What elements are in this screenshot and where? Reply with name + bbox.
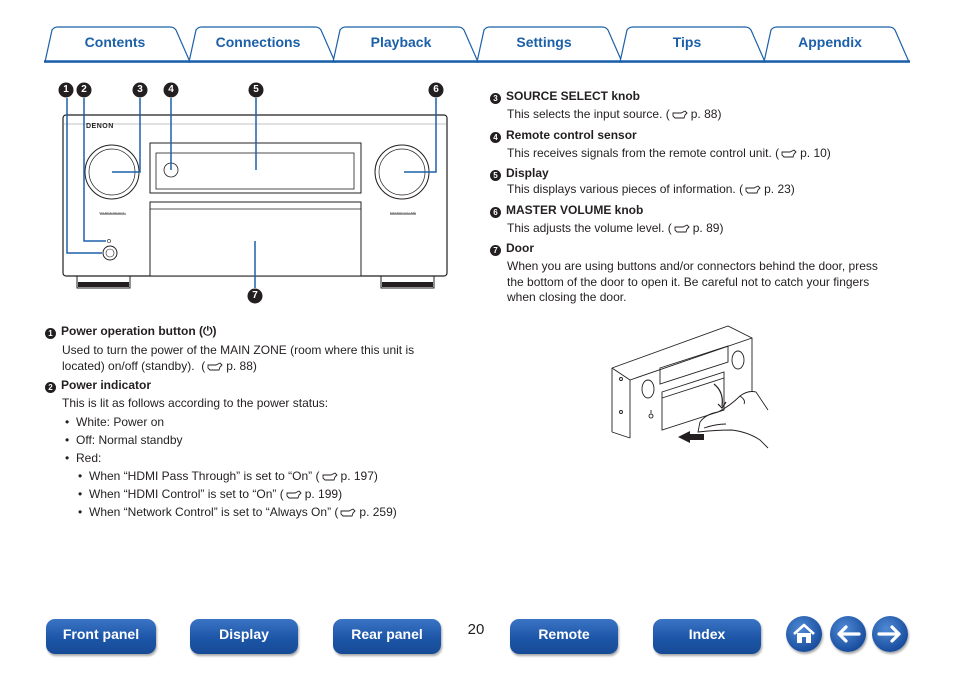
front-panel-diagram: DENON SOURCE SELECT MASTER VOLUME 1 2 3 …: [50, 78, 460, 310]
callout-1: [58, 82, 74, 98]
callout-number-6: 6: [433, 84, 439, 95]
list-item: When “HDMI Control” is set to “On” (p. 1…: [75, 485, 445, 503]
item-door: 7 Door When you are using buttons and/or …: [490, 241, 910, 306]
page-reference[interactable]: p. 10): [800, 145, 831, 160]
callout-number-3: 3: [137, 84, 143, 95]
item-desc-line1: Used to turn the power of the MAIN ZONE …: [62, 343, 415, 357]
item-desc: This selects the input source. (p. 88): [507, 107, 722, 121]
item-desc-line3: when closing the door.: [507, 290, 627, 304]
item-title: Power indicator: [61, 378, 152, 392]
page-reference[interactable]: p. 88): [690, 107, 722, 121]
item-number: 5: [490, 170, 501, 181]
front-panel-button[interactable]: Front panel: [46, 619, 156, 654]
item-title: Remote control sensor: [506, 127, 637, 142]
pointing-hand-icon: [672, 110, 688, 119]
tab-tips[interactable]: Tips: [672, 34, 702, 50]
callout-5: [248, 82, 264, 98]
item-title: MASTER VOLUME knob: [506, 202, 644, 217]
item-desc: This adjusts the volume level. (p. 89): [507, 220, 724, 235]
item-number: 4: [490, 131, 501, 143]
item-remote-sensor: 4 Remote control sensor This receives sig…: [490, 128, 910, 162]
forward-button[interactable]: [872, 616, 908, 652]
tab-appendix[interactable]: Appendix: [798, 34, 862, 50]
red-conditions-list: When “HDMI Pass Through” is set to “On” …: [75, 467, 445, 521]
pointing-hand-icon: [322, 471, 338, 480]
pointing-hand-icon: [781, 148, 797, 157]
master-volume-label: MASTER VOLUME: [390, 211, 417, 215]
item-number: 2: [45, 382, 56, 393]
rear-panel-button[interactable]: Rear panel: [333, 619, 441, 654]
list-item: White: Power on: [62, 413, 445, 431]
door-opening-illustration: [600, 322, 780, 454]
item-title: Power operation button (⏻): [61, 324, 217, 338]
pointing-hand-icon: [340, 507, 357, 516]
pointing-hand-icon: [286, 489, 302, 498]
item-title: SOURCE SELECT knob: [506, 89, 641, 103]
display-button[interactable]: Display: [190, 619, 298, 654]
callout-6: [428, 82, 444, 98]
list-item: Red:: [62, 449, 445, 467]
callout-4: [163, 82, 179, 98]
callout-3: [132, 82, 148, 98]
tab-bar: Contents Connections Playback Settings T…: [0, 0, 954, 64]
front-panel-illustration: [58, 82, 448, 304]
pointing-hand-icon: [745, 185, 761, 194]
back-button[interactable]: [830, 616, 866, 652]
page-reference[interactable]: p. 89): [692, 220, 724, 235]
item-source-select: 3 SOURCE SELECT knob This selects the inp…: [490, 89, 910, 123]
remote-button[interactable]: Remote: [510, 619, 618, 654]
source-select-label: SOURCE SELECT: [99, 211, 125, 215]
item-master-volume: 6 MASTER VOLUME knob This adjusts the vol…: [490, 203, 910, 237]
item-number: 6: [490, 206, 501, 218]
pointing-hand-icon: [207, 361, 223, 370]
tab-settings[interactable]: Settings: [516, 34, 572, 50]
page-reference[interactable]: p. 88): [226, 358, 257, 373]
home-button[interactable]: [786, 616, 822, 652]
page-reference[interactable]: p. 259): [359, 504, 397, 519]
item-display: 5 Display This displays various pieces of…: [490, 166, 910, 198]
page-reference[interactable]: p. 199): [304, 486, 343, 501]
callout-number-1: 1: [63, 84, 69, 95]
item-power-indicator: 2 Power indicator This is lit as follows …: [45, 378, 445, 521]
right-column: 3 SOURCE SELECT knob This selects the inp…: [490, 89, 910, 306]
hand-opening-door-drawing: [611, 325, 769, 449]
item-desc: This receives signals from the remote co…: [507, 145, 831, 160]
tab-playback[interactable]: Playback: [370, 34, 432, 50]
item-number: 7: [490, 245, 501, 256]
page-number: 20: [467, 621, 485, 638]
item-desc-line1: When you are using buttons and/or connec…: [507, 259, 878, 273]
callout-number-7: 7: [252, 290, 258, 301]
index-button[interactable]: Index: [653, 619, 761, 654]
item-title: Door: [506, 241, 534, 255]
callout-number-4: 4: [168, 84, 174, 95]
arrow-left-icon: [837, 625, 861, 643]
pointing-hand-icon: [674, 223, 690, 232]
callout-7: [247, 288, 263, 304]
item-desc: This displays various pieces of informat…: [507, 182, 795, 196]
page-reference[interactable]: p. 23): [764, 182, 795, 196]
callout-number-5: 5: [253, 84, 259, 95]
item-desc-line2: the bottom of the door to open it. Be ca…: [507, 274, 870, 289]
status-list: White: Power on Off: Normal standby Red:: [62, 413, 445, 467]
tab-shapes: [44, 26, 910, 63]
list-item: When “Network Control” is set to “Always…: [75, 503, 445, 521]
callout-markers: [58, 82, 444, 304]
item-title: Display: [506, 166, 549, 180]
item-power-button: 1 Power operation button (⏻) Used to turn…: [45, 324, 445, 374]
callout-number-2: 2: [81, 84, 87, 95]
item-desc: This is lit as follows according to the …: [62, 396, 329, 410]
brand-logo: DENON: [86, 123, 114, 130]
arrow-right-icon: [877, 625, 901, 643]
item-number: 1: [45, 328, 56, 339]
page-reference[interactable]: p. 197): [340, 468, 378, 483]
list-item: Off: Normal standby: [62, 431, 445, 449]
tab-contents[interactable]: Contents: [84, 34, 146, 50]
item-desc-line2: located) on/off (standby). (p. 88): [62, 358, 257, 373]
home-icon: [793, 623, 815, 643]
tab-connections[interactable]: Connections: [215, 34, 301, 50]
list-item: When “HDMI Pass Through” is set to “On” …: [75, 467, 445, 485]
callout-2: [76, 82, 92, 98]
item-number: 3: [490, 93, 501, 104]
